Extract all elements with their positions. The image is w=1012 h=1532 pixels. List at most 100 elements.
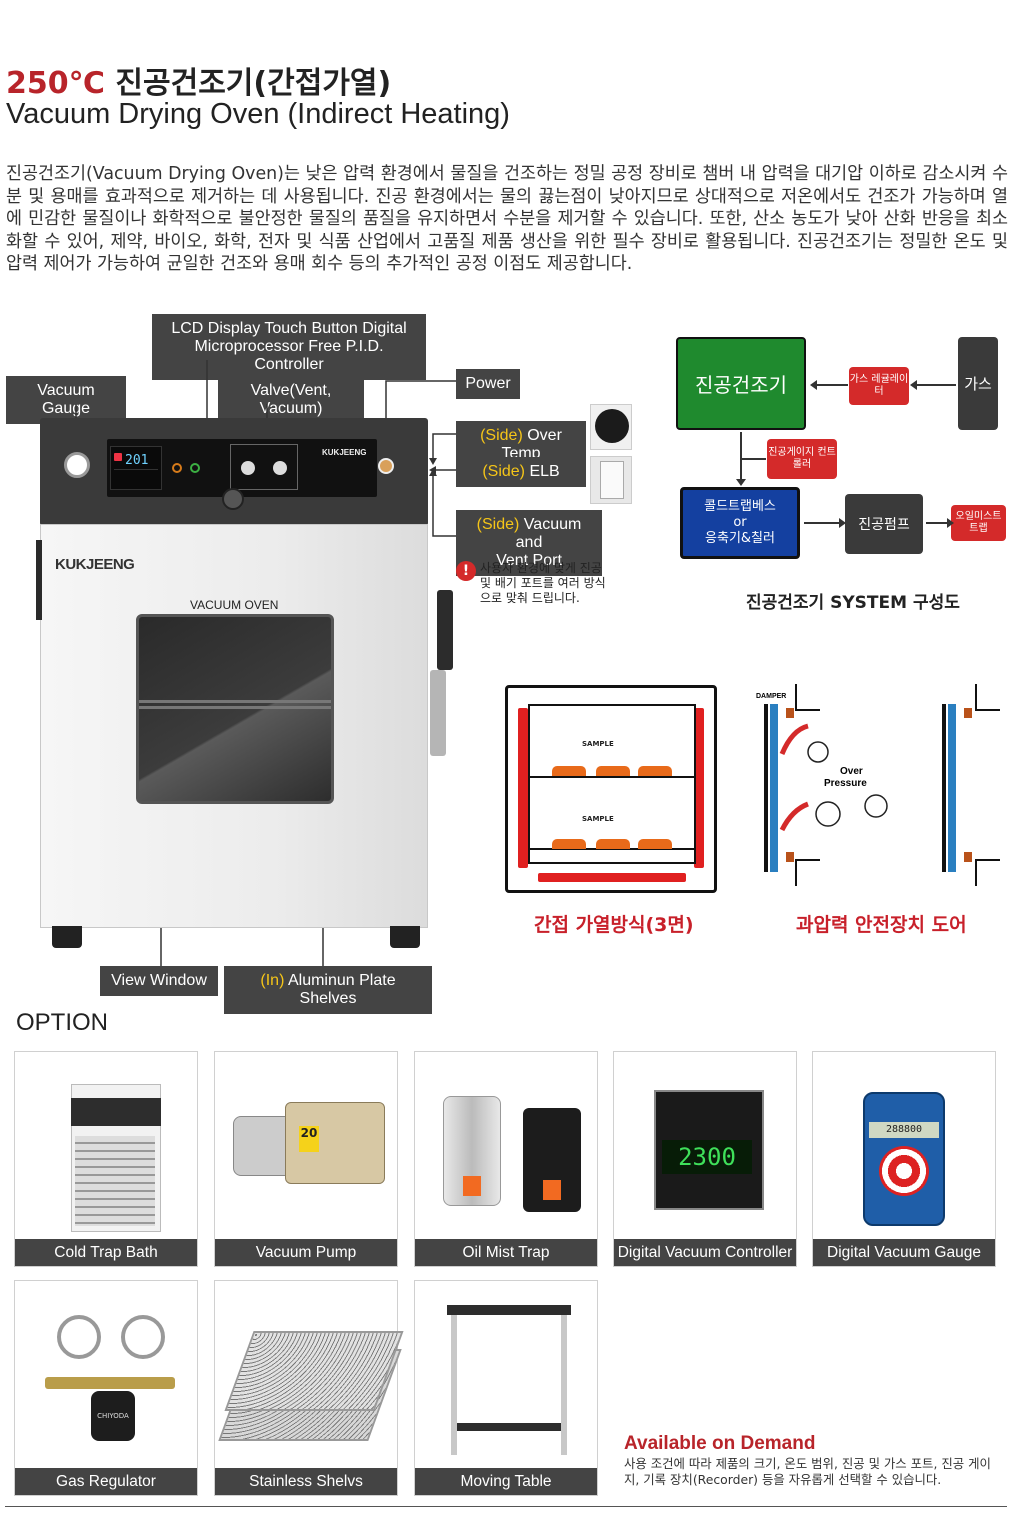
system-oil-mist: 오일미스트 트랩	[951, 505, 1006, 541]
cold-trap-image	[25, 1062, 187, 1232]
system-cold-trap: 콜드트랩베스 or 응축기&칠러	[680, 487, 800, 559]
pressure-caption: 과압력 안전장치 도어	[796, 914, 967, 936]
door-handle-icon	[437, 590, 453, 670]
arrow-left-icon	[810, 380, 848, 390]
shelves-label: (In) Aluminun Plate Shelves	[224, 966, 432, 1014]
sample-icon	[596, 839, 630, 849]
heater-bottom	[538, 873, 686, 882]
sample-icon	[552, 766, 586, 776]
vacuum-vent-line1: Vacuum and	[515, 516, 582, 551]
option-label: Vacuum Pump	[215, 1239, 397, 1266]
option-card-vacuum-controller: 2300 Digital Vacuum Controller	[613, 1051, 797, 1267]
page-title-english: Vacuum Drying Oven (Indirect Heating)	[6, 98, 510, 130]
side-tag: (Side)	[482, 463, 525, 480]
port-notice-text: 사용자 환경에 맞게 진공 및 배기 포트를 여러 방식으로 맞춰 드립니다.	[480, 561, 606, 605]
oven-foot	[52, 926, 82, 948]
door-latch-icon	[430, 670, 446, 756]
vacuum-pump-image: 20	[225, 1062, 387, 1232]
intro-paragraph: 진공건조기(Vacuum Drying Oven)는 낮은 압력 환경에서 물질…	[6, 164, 1008, 274]
lcd-divider	[114, 469, 158, 485]
elb-label: (Side) ELB	[456, 457, 586, 487]
option-card-vacuum-gauge: 288800 Digital Vacuum Gauge	[812, 1051, 996, 1267]
vacuum-gauge-icon	[64, 452, 90, 478]
panel-brand: KUKJEENG	[322, 448, 367, 457]
option-card-gas-regulator: CHIYODA Gas Regulator	[14, 1280, 198, 1496]
vacuum-vent-line2: Vent Port	[496, 552, 562, 569]
over-temp-device	[590, 404, 632, 450]
sample-icon	[638, 839, 672, 849]
oven-foot	[390, 926, 420, 948]
elb-text: ELB	[525, 463, 560, 480]
heating-chamber	[528, 704, 696, 864]
valve-panel	[230, 444, 298, 490]
system-main-box: 진공건조기	[676, 337, 806, 430]
heating-caption: 간접 가열방식(3면)	[534, 914, 694, 936]
stainless-shelves-image	[218, 1291, 404, 1461]
system-vacuum-pump: 진공펌프	[845, 494, 923, 554]
over-pressure-diagram: DAMPER Over Pressure	[756, 684, 1000, 886]
option-label: Moving Table	[415, 1468, 597, 1495]
lcd-controller-label: LCD Display Touch Button Digital Micropr…	[152, 314, 426, 380]
cold-trap-line1: 콜드트랩베스	[704, 499, 776, 514]
oil-mist-trap-image	[425, 1062, 587, 1232]
over-pressure-line1: Over	[840, 766, 863, 777]
option-label: Oil Mist Trap	[415, 1239, 597, 1266]
heating-shelf	[528, 776, 696, 778]
vent-valve-icon	[241, 461, 255, 475]
elb-device	[590, 456, 632, 504]
page-title-korean: 250℃ 진공건조기(간접가열)	[6, 58, 391, 102]
elb-switch-icon	[600, 461, 624, 499]
lcd-value: 201	[125, 453, 149, 468]
over-temp-dial-icon	[595, 409, 629, 443]
sample-icon	[552, 839, 586, 849]
vacuum-vent-port-label: (Side) Vacuum and Vent Port	[456, 510, 602, 576]
controller-value: 2300	[662, 1140, 752, 1174]
option-card-vacuum-pump: 20 Vacuum Pump	[214, 1051, 398, 1267]
connector-line	[742, 458, 766, 460]
gauge-value: 288800	[869, 1122, 939, 1138]
lcd-label-line2: Microprocessor Free P.I.D. Controller	[194, 338, 384, 373]
heater-left	[518, 708, 528, 868]
in-tag: (In)	[260, 972, 285, 989]
title-temperature: 250℃	[6, 66, 105, 101]
oven-side-hinge	[36, 540, 42, 620]
bottom-divider	[5, 1506, 1007, 1507]
option-card-oil-mist-trap: Oil Mist Trap	[414, 1051, 598, 1267]
cold-trap-line3: 응축기&칠러	[705, 531, 775, 546]
damper-label: DAMPER	[756, 693, 786, 700]
option-label: Digital Vacuum Gauge	[813, 1239, 995, 1266]
system-vacuum-gauge-controller: 진공게이지 컨트롤러	[767, 439, 837, 479]
view-window-label: View Window	[100, 966, 218, 996]
oven-brand-logo: KUKJEENG	[55, 556, 135, 573]
side-tag: (Side)	[480, 427, 523, 444]
side-tag: (Side)	[476, 516, 520, 533]
lcd-label-line1: LCD Display Touch Button Digital	[171, 320, 407, 337]
vacuum-valve-icon	[273, 461, 287, 475]
option-heading: OPTION	[16, 1009, 109, 1036]
shelves-text: Aluminun Plate Shelves	[284, 972, 396, 1007]
lcd-indicator	[114, 453, 122, 461]
vacuum-controller-image: 2300	[624, 1062, 786, 1232]
system-caption: 진공건조기 SYSTEM 구성도	[746, 593, 960, 613]
available-text: 사용 조건에 따라 제품의 크기, 온도 범위, 진공 및 가스 포트, 진공 …	[624, 1456, 991, 1487]
door-knob-icon	[222, 488, 244, 510]
oven-view-window	[136, 614, 334, 804]
heating-shelf	[528, 848, 696, 850]
oven-model-label: VACUUM OVEN	[190, 598, 279, 612]
power-lamp-icon	[378, 458, 394, 474]
moving-table-image	[425, 1291, 587, 1461]
option-label: Stainless Shelvs	[215, 1468, 397, 1495]
vacuum-gauge-image: 288800	[823, 1062, 985, 1232]
heater-right	[694, 708, 704, 868]
pump-value: 20	[299, 1126, 319, 1152]
lcd-display: 201	[110, 446, 162, 490]
option-card-cold-trap: Cold Trap Bath	[14, 1051, 198, 1267]
oven-shelf	[139, 700, 331, 703]
valve-label: Valve(Vent, Vacuum)	[218, 376, 364, 424]
power-label: Power	[456, 369, 520, 399]
option-label: Digital Vacuum Controller	[614, 1239, 796, 1266]
system-gas: 가스	[958, 337, 998, 430]
option-label: Cold Trap Bath	[15, 1239, 197, 1266]
sample-label: SAMPLE	[582, 815, 614, 823]
arrow-right-icon	[926, 518, 954, 528]
